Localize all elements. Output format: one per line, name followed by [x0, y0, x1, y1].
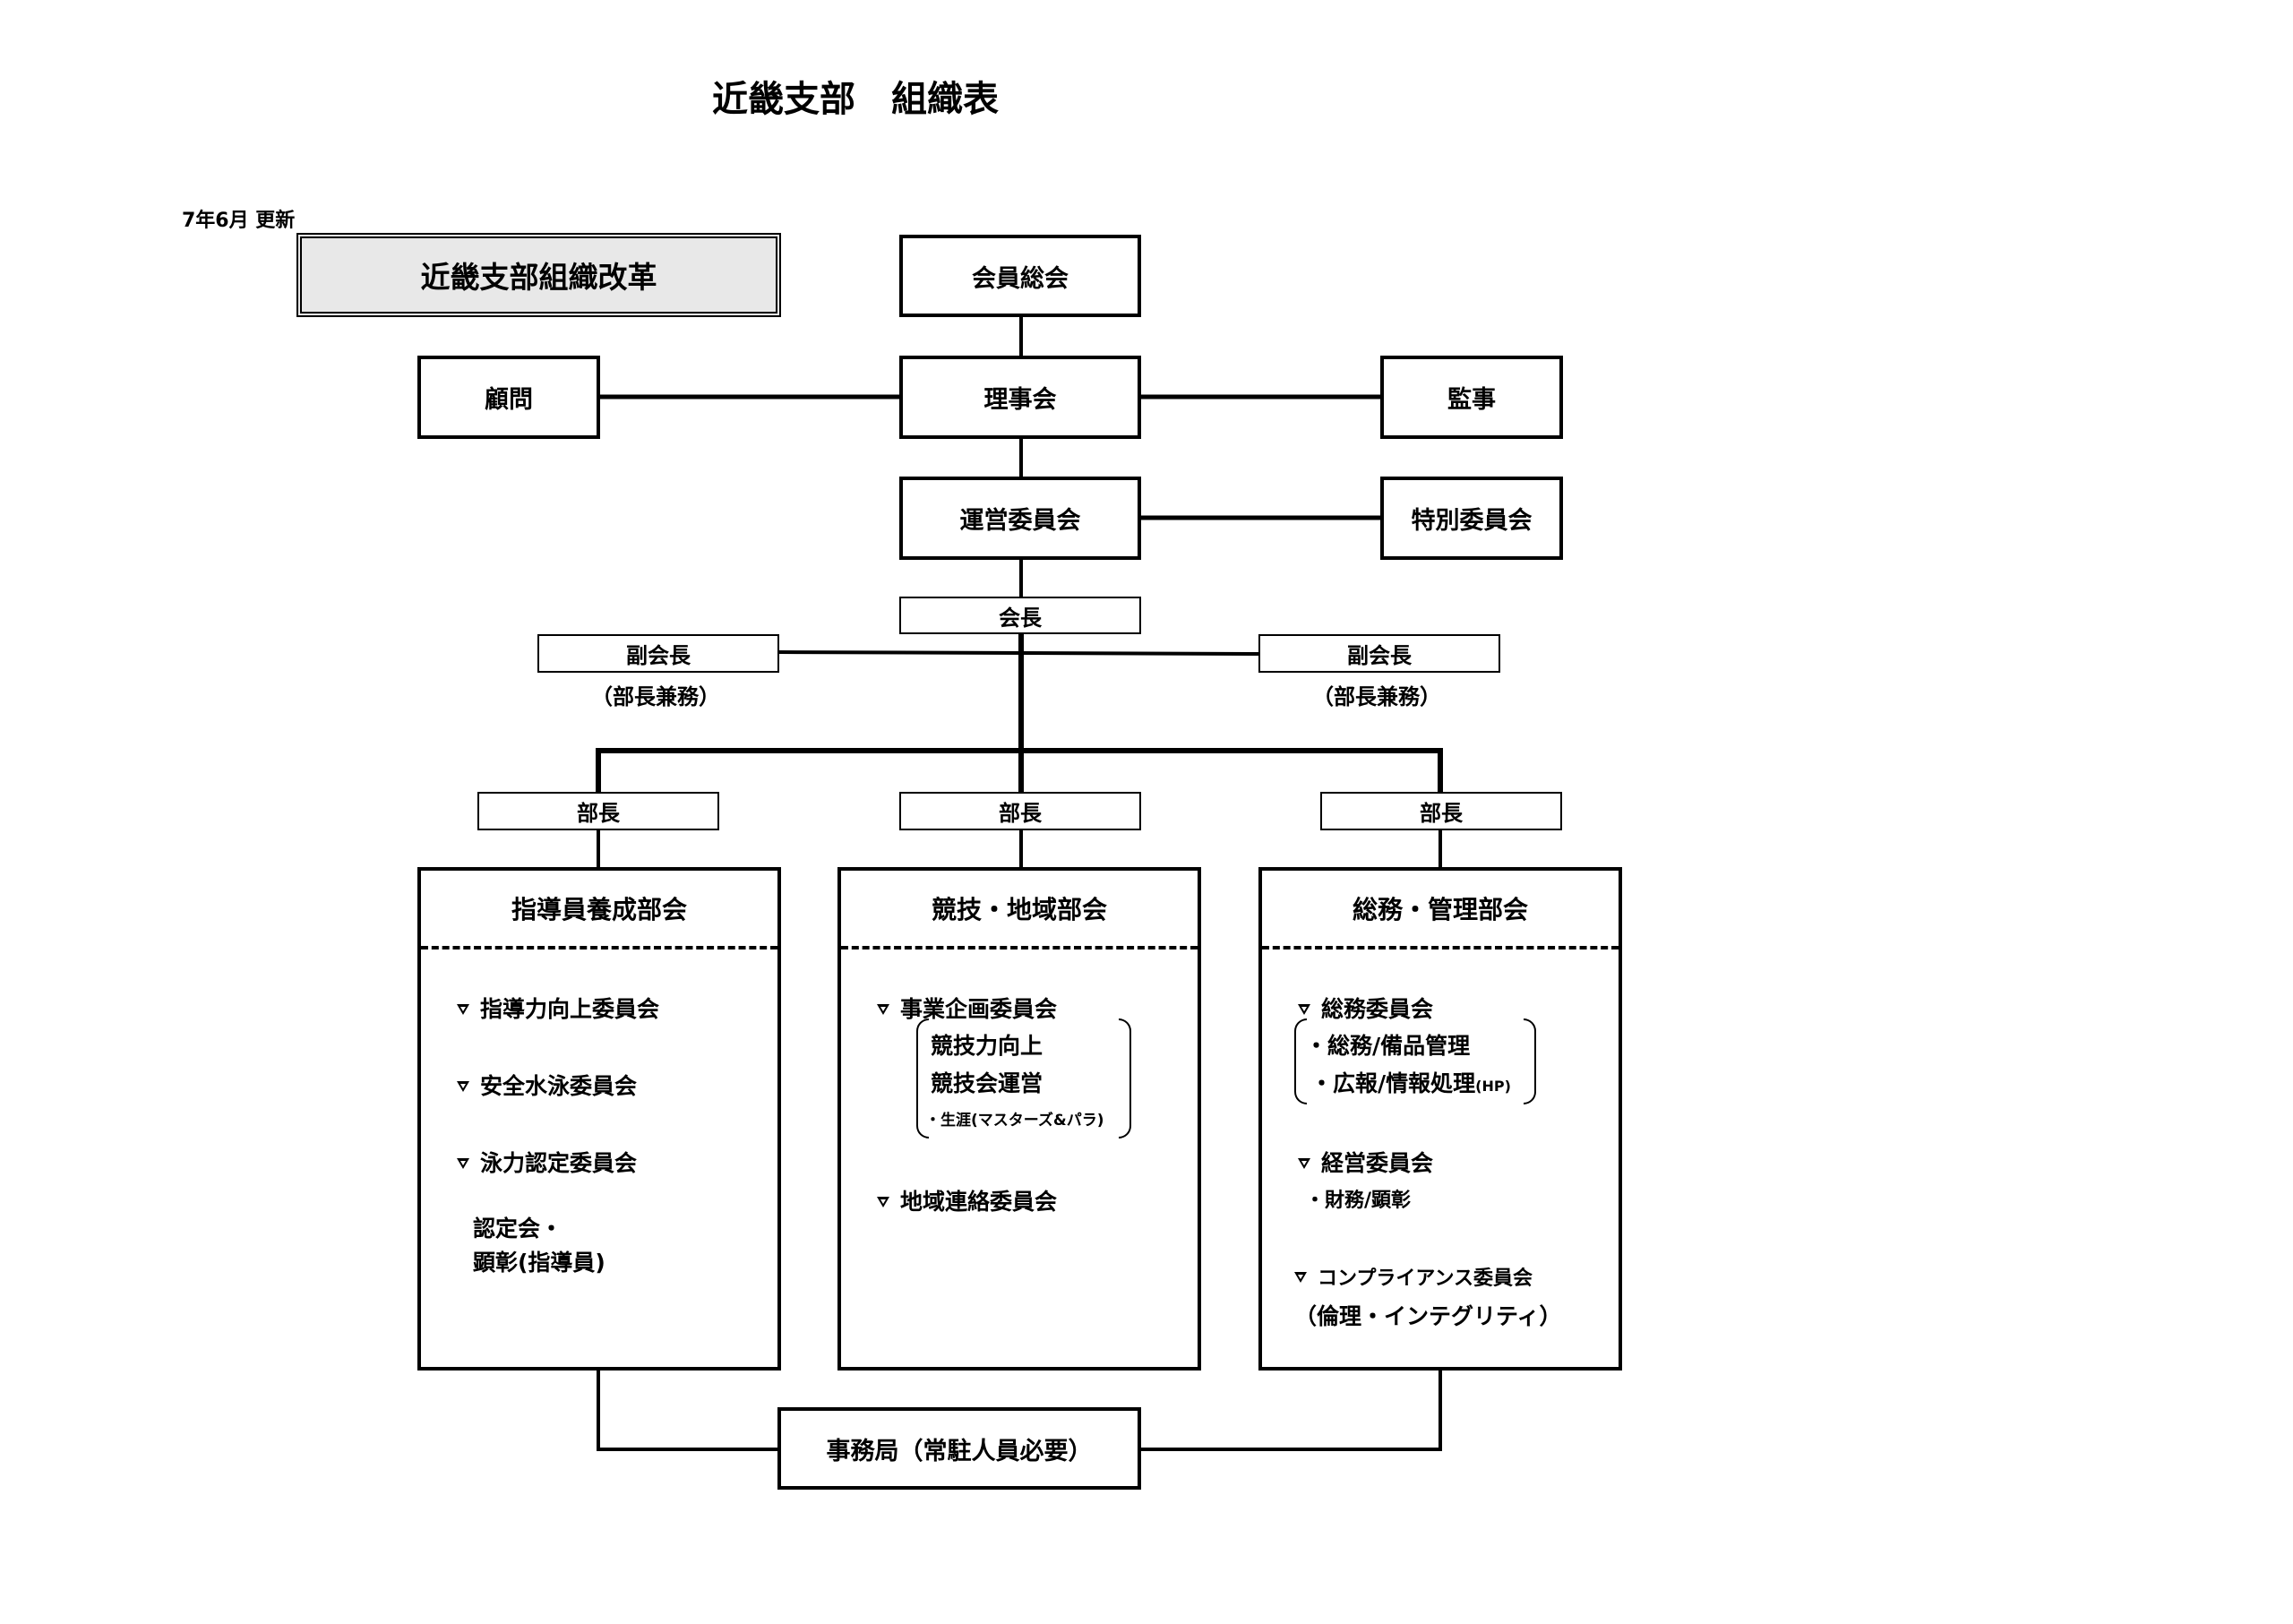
sub-item: ・財務/顕彰: [1305, 1190, 1412, 1212]
board-box: 理事会: [899, 356, 1141, 439]
note-line: 認定会・: [473, 1216, 563, 1242]
page-title: 近畿支部 組織表: [712, 79, 999, 120]
triangle-icon: [457, 1081, 469, 1092]
president-box: 会長: [899, 597, 1141, 634]
vice-president-left-note: （部長兼務）: [591, 684, 720, 709]
triangle-icon: [457, 1004, 469, 1015]
sub-item: 競技力向上: [931, 1033, 1043, 1059]
committee-item: 事業企画委員会: [877, 992, 1057, 1024]
bracket-right: [1119, 1018, 1131, 1139]
dept-title: 総務・管理部会: [1262, 871, 1619, 949]
sub-item: ・総務/備品管理: [1305, 1033, 1471, 1059]
dept-title: 指導員養成部会: [421, 871, 777, 949]
sub-item: ・広報/情報処理(HP): [1310, 1070, 1511, 1096]
sub-item: （倫理・インテグリティ）: [1294, 1303, 1562, 1329]
committee-item: コンプライアンス委員会: [1294, 1262, 1533, 1291]
sub-item: 競技会運営: [931, 1070, 1043, 1096]
head-left-box: 部長: [477, 792, 719, 830]
auditor-box: 監事: [1380, 356, 1563, 439]
committee-item: 総務委員会: [1298, 992, 1433, 1024]
committee-item: 安全水泳委員会: [457, 1069, 637, 1101]
advisor-box: 顧問: [417, 356, 600, 439]
dept-general-affairs: 総務・管理部会 総務委員会 ・総務/備品管理 ・広報/情報処理(HP) 経営委員…: [1258, 867, 1622, 1371]
triangle-icon: [877, 1197, 889, 1207]
line-vp-cross: [777, 650, 1261, 656]
reform-banner: 近畿支部組織改革: [296, 233, 781, 317]
dept-competition-regional: 競技・地域部会 事業企画委員会 競技力向上 競技会運営 ・生涯(マスターズ&パラ…: [837, 867, 1201, 1371]
committee-item: 指導力向上委員会: [457, 992, 659, 1024]
steering-committee-box: 運営委員会: [899, 477, 1141, 560]
secretariat-box: 事務局（常駐人員必要）: [777, 1407, 1141, 1490]
triangle-icon: [1298, 1158, 1310, 1169]
special-committee-box: 特別委員会: [1380, 477, 1563, 560]
line-left-secretariat: [597, 1371, 779, 1451]
triangle-icon: [1294, 1272, 1307, 1283]
vice-president-left-box: 副会長: [537, 634, 779, 673]
committee-item: 経営委員会: [1298, 1146, 1433, 1178]
sub-item: ・生涯(マスターズ&パラ): [925, 1112, 1104, 1130]
triangle-icon: [877, 1004, 889, 1015]
dept-instructor-training: 指導員養成部会 指導力向上委員会 安全水泳委員会 泳力認定委員会 認定会・ 顕彰…: [417, 867, 781, 1371]
vice-president-right-note: （部長兼務）: [1312, 684, 1441, 709]
general-assembly-box: 会員総会: [899, 235, 1141, 317]
committee-item: 地域連絡委員会: [877, 1184, 1057, 1216]
update-date: 7年6月 更新: [182, 210, 296, 232]
line-right-secretariat: [1139, 1371, 1442, 1451]
dept-title: 競技・地域部会: [841, 871, 1198, 949]
bracket-right: [1524, 1018, 1536, 1104]
triangle-icon: [457, 1158, 469, 1169]
head-right-box: 部長: [1320, 792, 1562, 830]
head-center-box: 部長: [899, 792, 1141, 830]
vice-president-right-box: 副会長: [1258, 634, 1500, 673]
triangle-icon: [1298, 1004, 1310, 1015]
committee-item: 泳力認定委員会: [457, 1146, 637, 1178]
note-line: 顕彰(指導員): [473, 1250, 605, 1276]
